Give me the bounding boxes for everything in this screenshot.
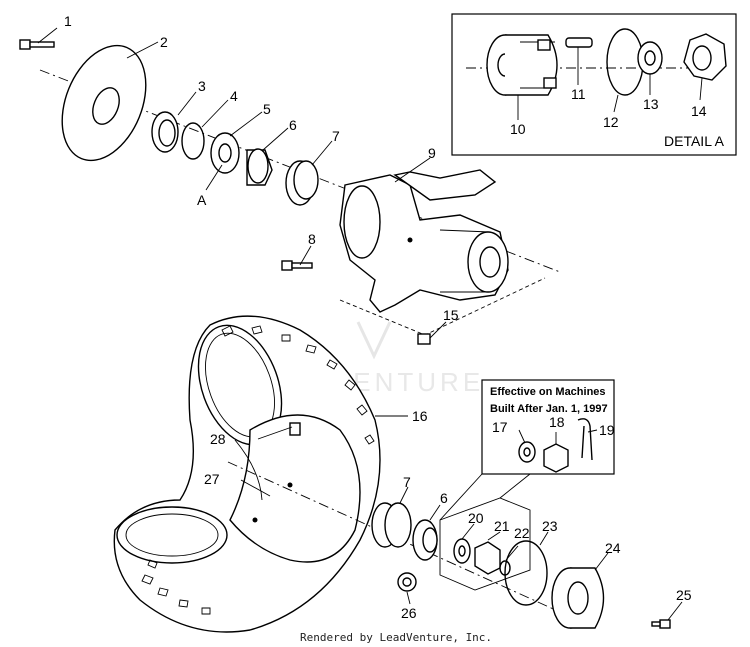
part-3-seal bbox=[151, 111, 179, 153]
callout-6: 6 bbox=[289, 117, 297, 133]
part-2-disc bbox=[61, 44, 147, 162]
part-24-hub-cap bbox=[551, 567, 605, 629]
callout-24: 24 bbox=[605, 540, 621, 556]
callout-10: 10 bbox=[510, 121, 526, 137]
note-line-2: Built After Jan. 1, 1997 bbox=[490, 403, 608, 415]
part-17-washer bbox=[518, 441, 536, 463]
callout-25: 25 bbox=[676, 587, 692, 603]
part-27-rim bbox=[229, 414, 361, 563]
part-9-housing bbox=[339, 169, 509, 313]
part-7-race bbox=[285, 160, 319, 206]
note-box: Effective on Machines Built After Jan. 1… bbox=[481, 379, 615, 475]
part-13-washer bbox=[637, 41, 663, 75]
callout-9: 9 bbox=[428, 145, 436, 161]
part-11-pin bbox=[565, 37, 593, 48]
callout-5: 5 bbox=[263, 101, 271, 117]
part-15-fitting bbox=[417, 333, 431, 345]
part-28-valve bbox=[289, 422, 301, 436]
part-4-ring bbox=[181, 122, 205, 160]
callout-16: 16 bbox=[412, 408, 428, 424]
callout-15: 15 bbox=[443, 307, 459, 323]
callout-26: 26 bbox=[401, 605, 417, 621]
part-10-hub bbox=[486, 34, 558, 96]
callout-18: 18 bbox=[549, 414, 565, 430]
callout-13: 13 bbox=[643, 96, 659, 112]
callout-19: 19 bbox=[599, 422, 615, 438]
callout-20: 20 bbox=[468, 510, 484, 526]
footer-credit: Rendered by LeadVenture, Inc. bbox=[300, 631, 492, 644]
part-5-hub bbox=[210, 132, 240, 174]
part-18-nut bbox=[543, 443, 569, 473]
detail-a-title: DETAIL A bbox=[664, 133, 725, 149]
callout-6b: 6 bbox=[440, 490, 448, 506]
callout-27: 27 bbox=[204, 471, 220, 487]
note-line-1: Effective on Machines bbox=[490, 386, 606, 398]
callout-3: 3 bbox=[198, 78, 206, 94]
callout-14: 14 bbox=[691, 103, 707, 119]
part-6-bearing bbox=[246, 148, 273, 186]
callout-1: 1 bbox=[64, 13, 72, 29]
part-7-lower-race bbox=[371, 502, 412, 548]
part-8-bolt bbox=[281, 260, 313, 271]
part-6-lower-bearing bbox=[412, 519, 438, 561]
callout-11: 11 bbox=[571, 86, 586, 102]
part-20-washer bbox=[453, 538, 471, 564]
callout-22: 22 bbox=[514, 525, 530, 541]
callout-21: 21 bbox=[494, 518, 510, 534]
callout-2: 2 bbox=[160, 34, 168, 50]
part-12-ring bbox=[606, 28, 644, 96]
callout-17: 17 bbox=[492, 419, 508, 435]
callout-4: 4 bbox=[230, 88, 238, 104]
callout-8: 8 bbox=[308, 231, 316, 247]
callout-23: 23 bbox=[542, 518, 558, 534]
part-14-nut bbox=[683, 33, 727, 81]
part-1-bolt bbox=[19, 39, 55, 50]
callout-7: 7 bbox=[332, 128, 340, 144]
callout-A: A bbox=[197, 192, 207, 208]
detail-a-box: 10 11 12 13 14 DETAIL A bbox=[451, 13, 737, 156]
part-21-nut bbox=[474, 541, 501, 575]
part-26-nut bbox=[397, 572, 417, 592]
part-25-bolt bbox=[651, 619, 671, 629]
part-19-pin bbox=[577, 418, 593, 461]
callout-7b: 7 bbox=[403, 474, 411, 490]
part-23-ring bbox=[504, 540, 548, 606]
callout-28: 28 bbox=[210, 431, 226, 447]
callout-12: 12 bbox=[603, 114, 619, 130]
